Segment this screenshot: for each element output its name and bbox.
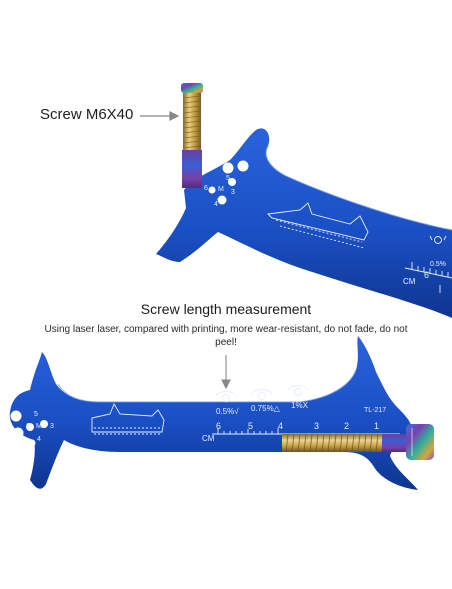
bottom-hole-1 <box>10 410 22 422</box>
bottom-scale-number-4: 4 <box>278 421 283 431</box>
top-tool-body <box>156 128 452 318</box>
top-hole-2 <box>237 160 249 172</box>
top-hole-label-m: M <box>218 186 224 193</box>
bottom-wear-icons <box>215 385 309 402</box>
top-wear-mark <box>429 235 447 244</box>
top-hole-5 <box>208 186 216 194</box>
top-screw <box>181 83 203 188</box>
bottom-scale-number-3: 3 <box>314 421 319 431</box>
bottom-model-label: TL-217 <box>364 407 386 414</box>
bottom-hole-2 <box>12 427 24 439</box>
bottom-hole-label-4: 4 <box>37 436 41 443</box>
top-scale-number: 6 <box>424 270 429 280</box>
bottom-hole-3 <box>26 423 34 431</box>
bottom-wear-label-2: 0.75%△ <box>251 404 281 413</box>
bottom-hole-5 <box>28 439 36 447</box>
top-wear-label: 0.5% <box>430 261 446 268</box>
bottom-scale-number-1: 1 <box>374 421 379 431</box>
top-hole-1 <box>222 162 234 174</box>
top-hole-4 <box>217 195 227 205</box>
top-scale <box>404 262 452 293</box>
bottom-wear-label-1: 0.5%√ <box>216 407 239 416</box>
bottom-wear-label-3: 1%X <box>291 401 309 410</box>
top-hole-label-5: 5 <box>226 175 230 182</box>
bottom-hole-label-6: 6 <box>26 423 30 430</box>
top-screw-head <box>181 83 203 93</box>
section-description: Using laser laser, compared with printin… <box>44 324 408 348</box>
callout-arrow <box>140 111 180 121</box>
bottom-scale-number-2: 2 <box>344 421 349 431</box>
pointer-arrow <box>221 355 231 390</box>
top-screw-thread <box>183 93 201 153</box>
screw-callout-label: Screw M6X40 <box>40 106 134 123</box>
bottom-chain-engraving <box>91 402 165 435</box>
bottom-scale-number-6: 6 <box>216 421 221 431</box>
bottom-hole-label-m: M <box>36 423 42 430</box>
section-title: Screw length measurement <box>140 301 312 317</box>
bottom-hole-label-5: 5 <box>34 411 38 418</box>
bottom-hole-label-3: 3 <box>50 423 54 430</box>
top-hole-label-6: 6 <box>204 185 208 192</box>
bottom-screw-thread <box>282 434 406 452</box>
top-hole-label-3: 3 <box>231 189 235 196</box>
bottom-tool-body <box>9 336 418 490</box>
top-chain-checker: 5 6 M 3 4 0.5% <box>140 83 452 318</box>
bottom-screw-head <box>406 424 434 460</box>
bottom-screw <box>282 424 434 460</box>
top-hole-3 <box>228 178 236 186</box>
bottom-scale-unit: CM <box>202 434 215 443</box>
bottom-scale-number-5: 5 <box>248 421 253 431</box>
top-hole-label-4: 4 <box>214 201 218 208</box>
top-scale-unit: CM <box>403 277 416 286</box>
bottom-screw-shank <box>382 434 406 452</box>
top-chain-engraving <box>267 202 369 249</box>
bottom-chain-checker: 5 6 M 3 4 0.5%√ 0.75%△ 1%X TL-217 <box>9 336 434 490</box>
bottom-hole-4 <box>40 420 48 428</box>
top-screw-shank <box>182 150 202 188</box>
